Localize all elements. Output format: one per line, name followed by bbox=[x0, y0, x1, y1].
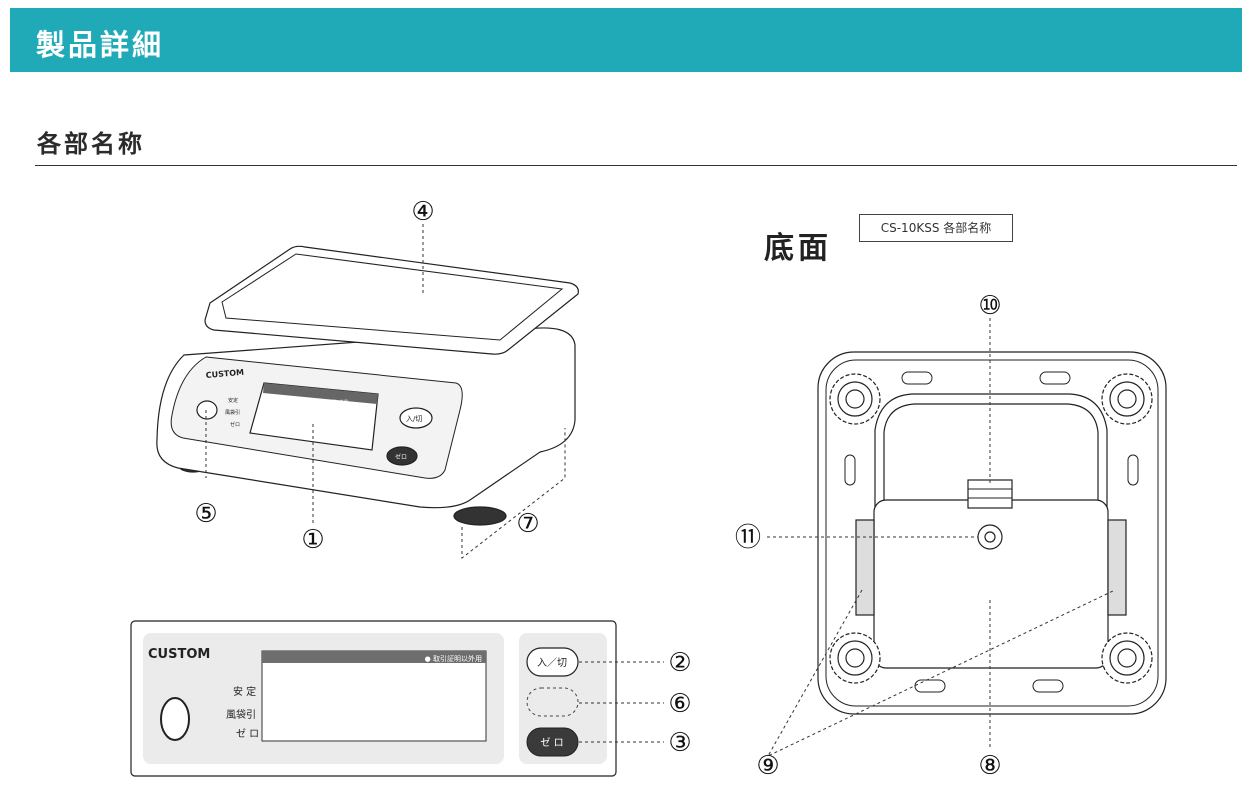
scale-indicator-stable: 安定 bbox=[228, 397, 238, 404]
bottom-foot bbox=[1101, 373, 1153, 425]
panel-screen-note: ● 取引証明以外用 bbox=[425, 654, 482, 663]
bottom-view-title: 底面 bbox=[764, 231, 832, 266]
scale-display-band bbox=[263, 383, 378, 404]
bottom-inner-outline bbox=[825, 359, 1159, 707]
section-divider bbox=[35, 165, 1237, 166]
bottom-side-strip bbox=[855, 519, 875, 616]
scale-illustration bbox=[156, 245, 579, 526]
bottom-foot bbox=[829, 373, 881, 425]
scale-indicator-zero: ゼロ bbox=[230, 421, 240, 428]
callout-2: ② bbox=[668, 648, 691, 678]
bottom-latch bbox=[967, 479, 1013, 509]
scale-zero-label: ゼロ bbox=[395, 453, 407, 461]
callout-3: ③ bbox=[668, 728, 691, 758]
panel-zero-button bbox=[526, 727, 579, 757]
bottom-leader-lines bbox=[766, 318, 1116, 758]
scale-brand: CUSTOM bbox=[205, 368, 244, 380]
bottom-center-screw bbox=[977, 524, 1003, 550]
callout-6: ⑥ bbox=[668, 689, 691, 719]
bottom-foot bbox=[1101, 632, 1153, 684]
callout-11: ⑪ bbox=[735, 523, 761, 553]
panel-power-lamp bbox=[160, 697, 190, 741]
bottom-frame bbox=[874, 393, 1108, 521]
callout-9: ⑨ bbox=[756, 751, 779, 781]
bottom-side-strip bbox=[1107, 519, 1127, 616]
scale-power-lamp bbox=[196, 400, 218, 420]
panel-indicator-stable: 安 定 bbox=[233, 685, 256, 698]
panel-zero-label: ゼ ロ bbox=[540, 737, 563, 749]
page-title: 製品詳細 bbox=[36, 28, 165, 62]
callout-4: ④ bbox=[411, 197, 434, 227]
bottom-view-illustration bbox=[817, 351, 1167, 715]
callout-8: ⑧ bbox=[978, 751, 1001, 781]
panel-indicator-zero: ゼ ロ bbox=[236, 728, 259, 740]
bottom-view-caption: CS-10KSS 各部名称 bbox=[859, 214, 1013, 242]
scale-screen-note: 取引証明以外用 bbox=[320, 398, 348, 404]
scale-power-label: 入/切 bbox=[406, 415, 422, 423]
panel-indicator-tare: 風袋引 bbox=[226, 708, 256, 721]
panel-display-band bbox=[262, 651, 486, 663]
panel-display bbox=[261, 650, 487, 742]
panel-leader-lines bbox=[579, 661, 664, 743]
scale-power-button bbox=[399, 407, 433, 429]
callout-5: ⑤ bbox=[194, 499, 217, 529]
callout-10: ⑩ bbox=[978, 291, 1001, 321]
scale-leader-lines bbox=[205, 224, 566, 560]
panel-brand: CUSTOM bbox=[148, 647, 210, 662]
panel-hidden-button bbox=[526, 687, 579, 717]
callout-1: ① bbox=[301, 525, 324, 555]
scale-zero-button bbox=[386, 446, 418, 466]
header-banner: 製品詳細 bbox=[10, 8, 1242, 72]
section-title: 各部名称 bbox=[37, 130, 145, 158]
scale-platform bbox=[204, 245, 579, 355]
callout-7: ⑦ bbox=[516, 509, 539, 539]
panel-detail bbox=[130, 620, 617, 777]
scale-indicator-tare: 風袋引 bbox=[225, 409, 240, 416]
bottom-foot bbox=[829, 632, 881, 684]
scale-foot bbox=[453, 506, 507, 526]
panel-power-button bbox=[526, 647, 579, 677]
scale-platform-tray bbox=[221, 253, 564, 341]
panel-power-label: 入／切 bbox=[537, 657, 567, 669]
